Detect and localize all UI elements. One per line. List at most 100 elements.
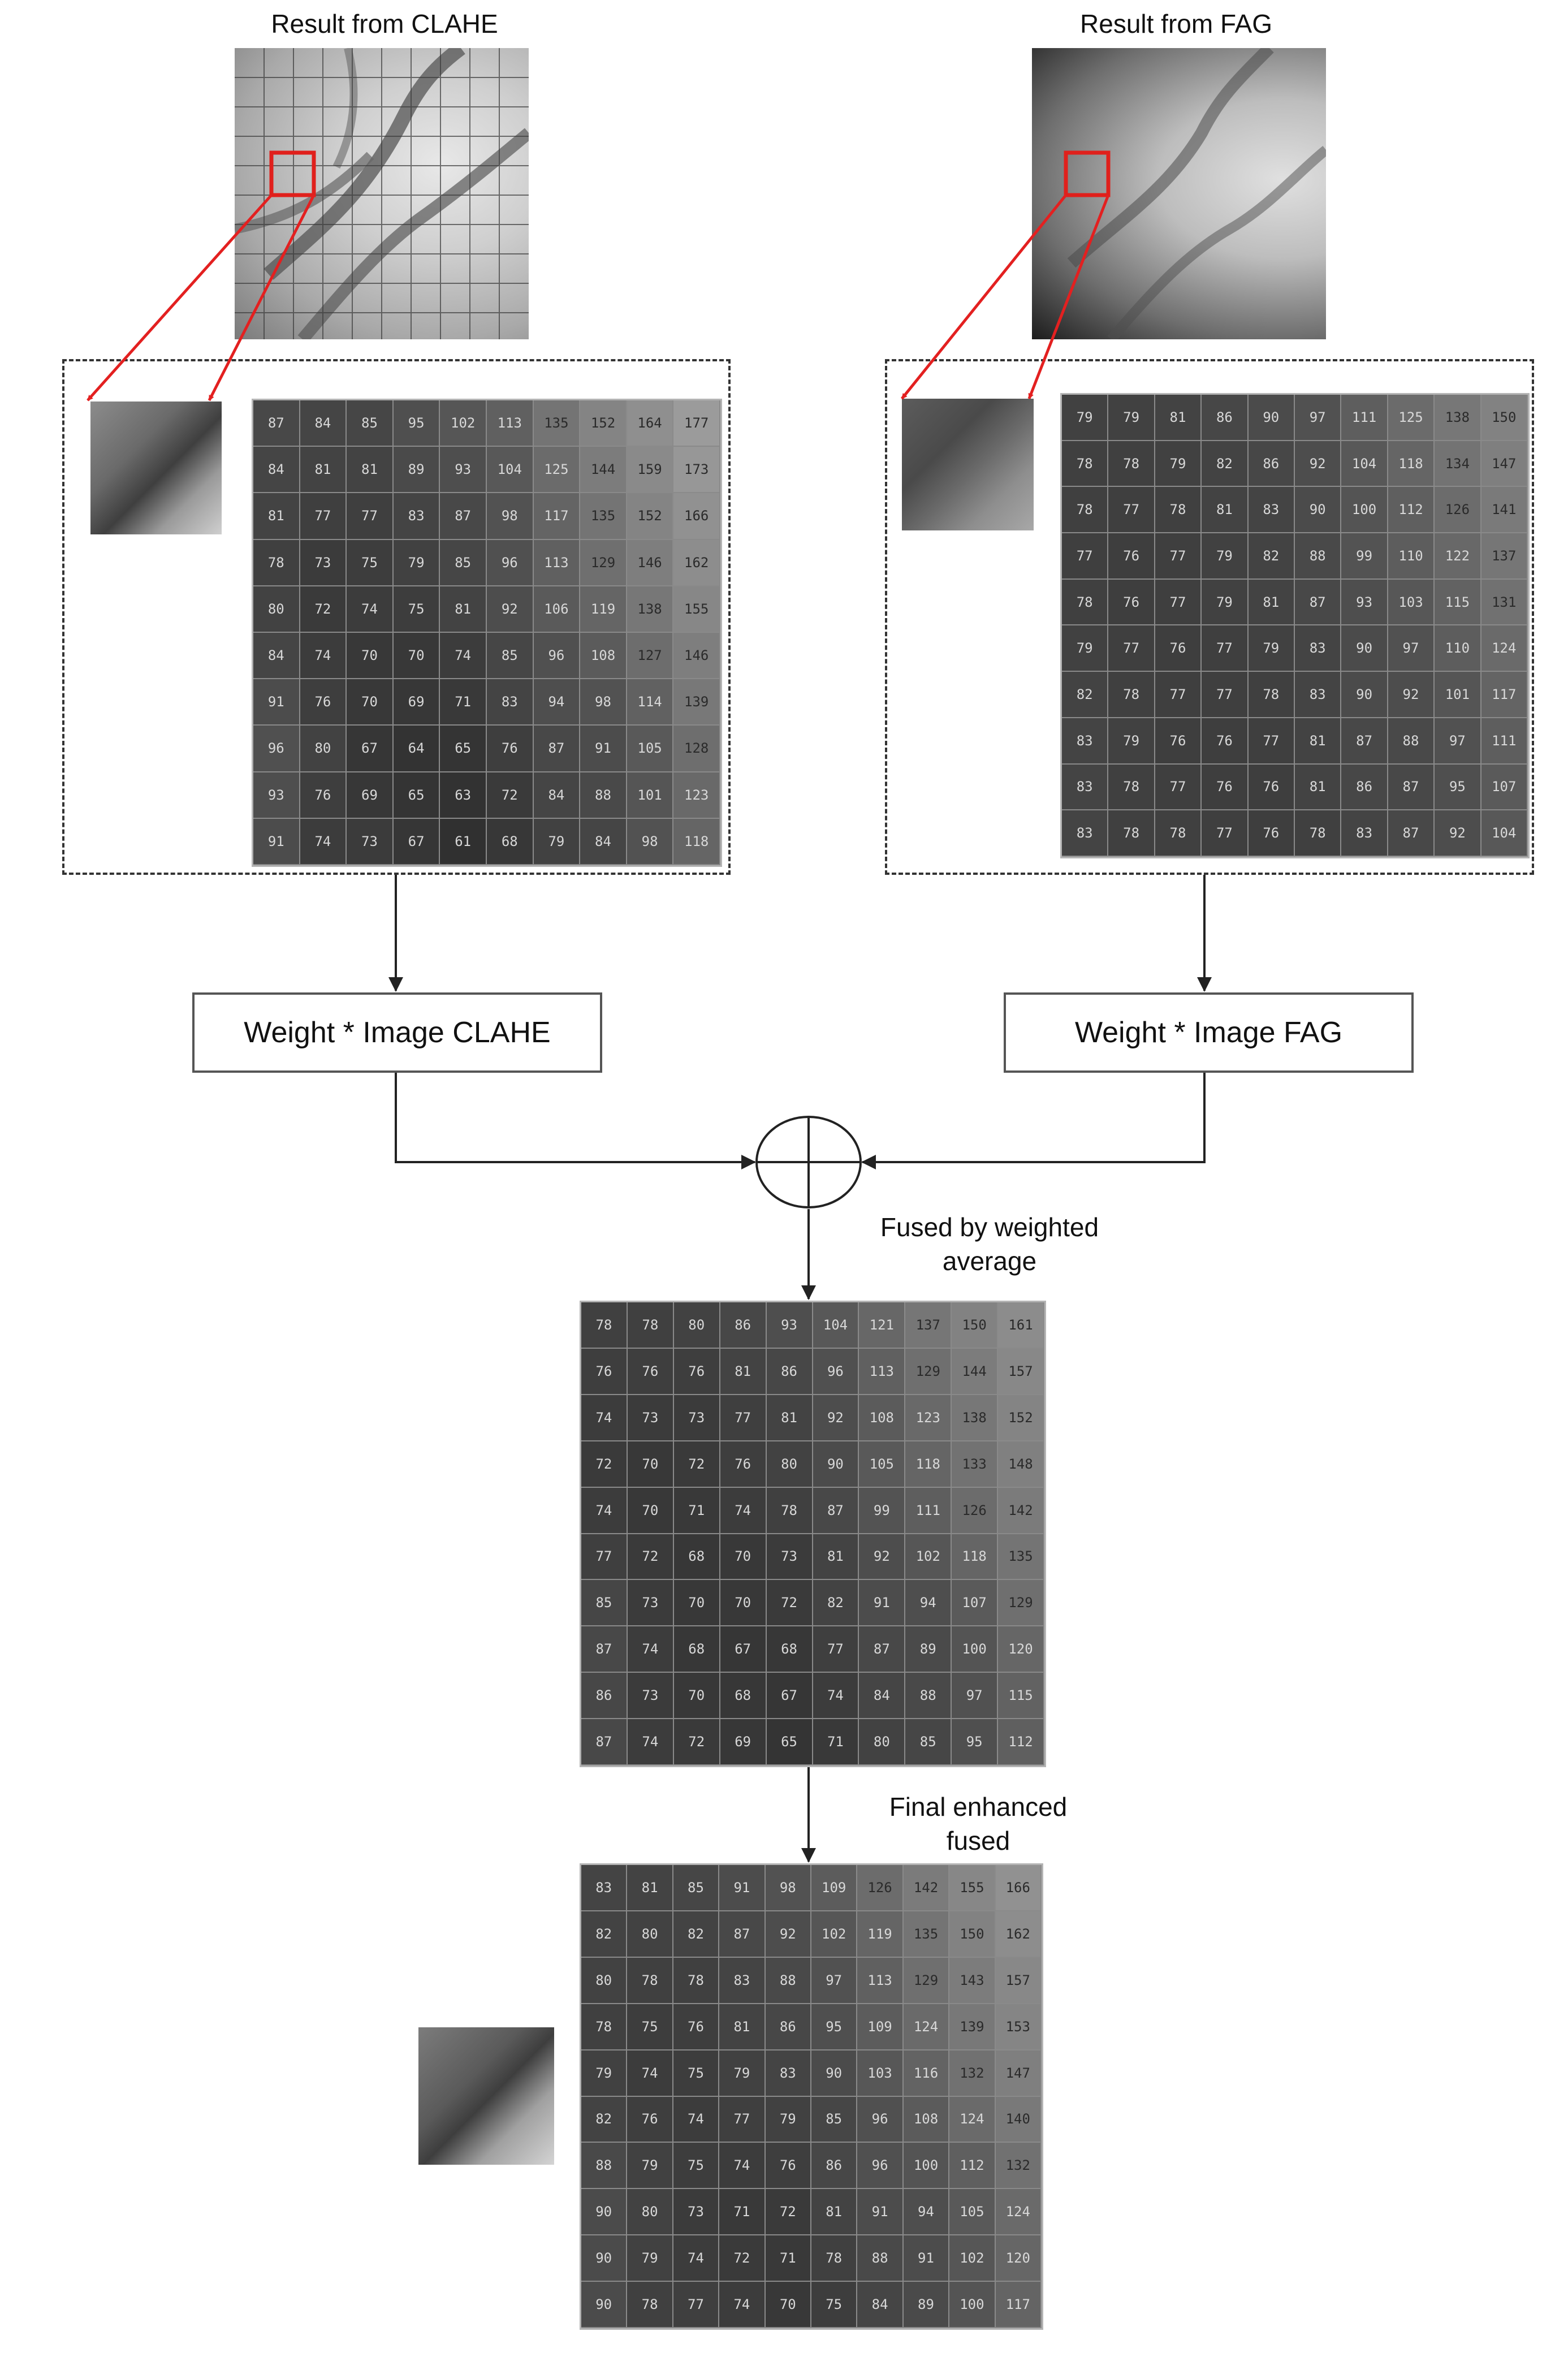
grid-cell: 76 bbox=[673, 2004, 720, 2050]
fused-label-line1: Fused by weighted bbox=[880, 1212, 1099, 1242]
grid-cell: 113 bbox=[486, 400, 534, 447]
grid-cell: 63 bbox=[440, 772, 487, 819]
grid-cell: 72 bbox=[673, 1719, 720, 1765]
grid-cell: 73 bbox=[347, 818, 394, 865]
grid-cell: 86 bbox=[581, 1673, 628, 1720]
grid-cell: 166 bbox=[673, 493, 720, 540]
grid-cell: 76 bbox=[1108, 579, 1155, 626]
grid-cell: 76 bbox=[1202, 764, 1249, 811]
grid-cell: 74 bbox=[300, 818, 347, 865]
grid-cell: 94 bbox=[533, 679, 581, 726]
grid-cell: 106 bbox=[533, 586, 581, 633]
grid-cell: 81 bbox=[1155, 395, 1202, 441]
grid-cell: 85 bbox=[673, 1865, 720, 1911]
grid-cell: 90 bbox=[581, 2235, 628, 2282]
grid-cell: 162 bbox=[673, 539, 720, 586]
grid-cell: 78 bbox=[1062, 579, 1109, 626]
grid-cell: 72 bbox=[673, 1441, 720, 1488]
grid-cell: 76 bbox=[581, 1348, 628, 1395]
grid-cell: 78 bbox=[1062, 487, 1109, 534]
grid-cell: 79 bbox=[719, 2050, 766, 2097]
grid-cell: 164 bbox=[627, 400, 674, 447]
grid-cell: 79 bbox=[581, 2050, 628, 2097]
grid-cell: 132 bbox=[949, 2050, 996, 2097]
grid-cell: 90 bbox=[811, 2050, 858, 2097]
grid-cell: 70 bbox=[765, 2282, 811, 2328]
grid-cell: 79 bbox=[765, 2096, 811, 2143]
grid-cell: 127 bbox=[627, 632, 674, 680]
grid-cell: 78 bbox=[766, 1487, 813, 1534]
grid-cell: 73 bbox=[627, 1580, 674, 1627]
grid-cell: 89 bbox=[903, 2282, 950, 2328]
grid-cell: 132 bbox=[995, 2143, 1042, 2190]
grid-cell: 83 bbox=[486, 679, 534, 726]
grid-cell: 78 bbox=[581, 2004, 628, 2050]
grid-cell: 96 bbox=[813, 1348, 859, 1395]
weight-clahe-box: Weight * Image CLAHE bbox=[192, 992, 602, 1073]
grid-cell: 68 bbox=[673, 1626, 720, 1673]
final-label-line1: Final enhanced bbox=[889, 1792, 1068, 1821]
grid-cell: 74 bbox=[347, 586, 394, 633]
grid-cell: 90 bbox=[1341, 625, 1388, 672]
grid-cell: 85 bbox=[440, 539, 487, 586]
grid-cell: 81 bbox=[720, 1348, 767, 1395]
grid-cell: 98 bbox=[627, 818, 674, 865]
grid-cell: 87 bbox=[1388, 764, 1435, 811]
fused-label-line2: average bbox=[942, 1246, 1037, 1276]
grid-cell: 76 bbox=[1108, 533, 1155, 580]
grid-cell: 107 bbox=[1481, 764, 1528, 811]
grid-cell: 79 bbox=[627, 2235, 673, 2282]
grid-cell: 70 bbox=[673, 1580, 720, 1627]
grid-cell: 124 bbox=[995, 2189, 1042, 2236]
grid-cell: 99 bbox=[1341, 533, 1388, 580]
grid-cell: 166 bbox=[995, 1865, 1042, 1911]
grid-cell: 93 bbox=[440, 447, 487, 494]
grid-cell: 138 bbox=[952, 1395, 999, 1441]
grid-cell: 135 bbox=[998, 1534, 1044, 1581]
grid-cell: 77 bbox=[1202, 672, 1249, 718]
grid-cell: 64 bbox=[393, 726, 440, 772]
fag-result-image bbox=[1032, 48, 1326, 339]
grid-cell: 74 bbox=[627, 1719, 674, 1765]
grid-cell: 123 bbox=[905, 1395, 952, 1441]
grid-cell: 100 bbox=[903, 2143, 950, 2190]
grid-cell: 161 bbox=[998, 1302, 1044, 1349]
grid-cell: 87 bbox=[533, 726, 581, 772]
grid-cell: 77 bbox=[719, 2096, 766, 2143]
grid-cell: 76 bbox=[673, 1348, 720, 1395]
grid-cell: 76 bbox=[627, 1348, 674, 1395]
grid-cell: 146 bbox=[627, 539, 674, 586]
grid-cell: 78 bbox=[581, 1302, 628, 1349]
grid-cell: 95 bbox=[811, 2004, 858, 2050]
grid-cell: 86 bbox=[811, 2143, 858, 2190]
grid-cell: 126 bbox=[952, 1487, 999, 1534]
grid-cell: 87 bbox=[859, 1626, 906, 1673]
grid-cell: 142 bbox=[903, 1865, 950, 1911]
clahe-result-image bbox=[235, 48, 529, 339]
grid-cell: 101 bbox=[1435, 672, 1481, 718]
grid-cell: 97 bbox=[1435, 718, 1481, 765]
grid-cell: 117 bbox=[533, 493, 581, 540]
grid-cell: 70 bbox=[393, 632, 440, 680]
grid-cell: 84 bbox=[253, 447, 300, 494]
grid-cell: 129 bbox=[905, 1348, 952, 1395]
grid-cell: 76 bbox=[300, 679, 347, 726]
fag-title: Result from FAG bbox=[1080, 9, 1272, 38]
grid-cell: 105 bbox=[627, 726, 674, 772]
grid-cell: 70 bbox=[720, 1534, 767, 1581]
grid-cell: 78 bbox=[673, 1957, 720, 2004]
grid-cell: 90 bbox=[1341, 672, 1388, 718]
grid-cell: 94 bbox=[903, 2189, 950, 2236]
grid-cell: 98 bbox=[486, 493, 534, 540]
grid-cell: 77 bbox=[1202, 625, 1249, 672]
clahe-zoom-arrow-1 bbox=[87, 194, 273, 402]
grid-cell: 77 bbox=[813, 1626, 859, 1673]
grid-cell: 76 bbox=[486, 726, 534, 772]
grid-cell: 78 bbox=[1155, 487, 1202, 534]
grid-cell: 134 bbox=[1435, 441, 1481, 487]
grid-cell: 135 bbox=[903, 1911, 950, 1958]
fag-vessel-texture bbox=[1064, 48, 1326, 339]
grid-cell: 90 bbox=[581, 2282, 628, 2328]
clahe-zoom-patch bbox=[90, 402, 222, 534]
grid-cell: 93 bbox=[253, 772, 300, 819]
